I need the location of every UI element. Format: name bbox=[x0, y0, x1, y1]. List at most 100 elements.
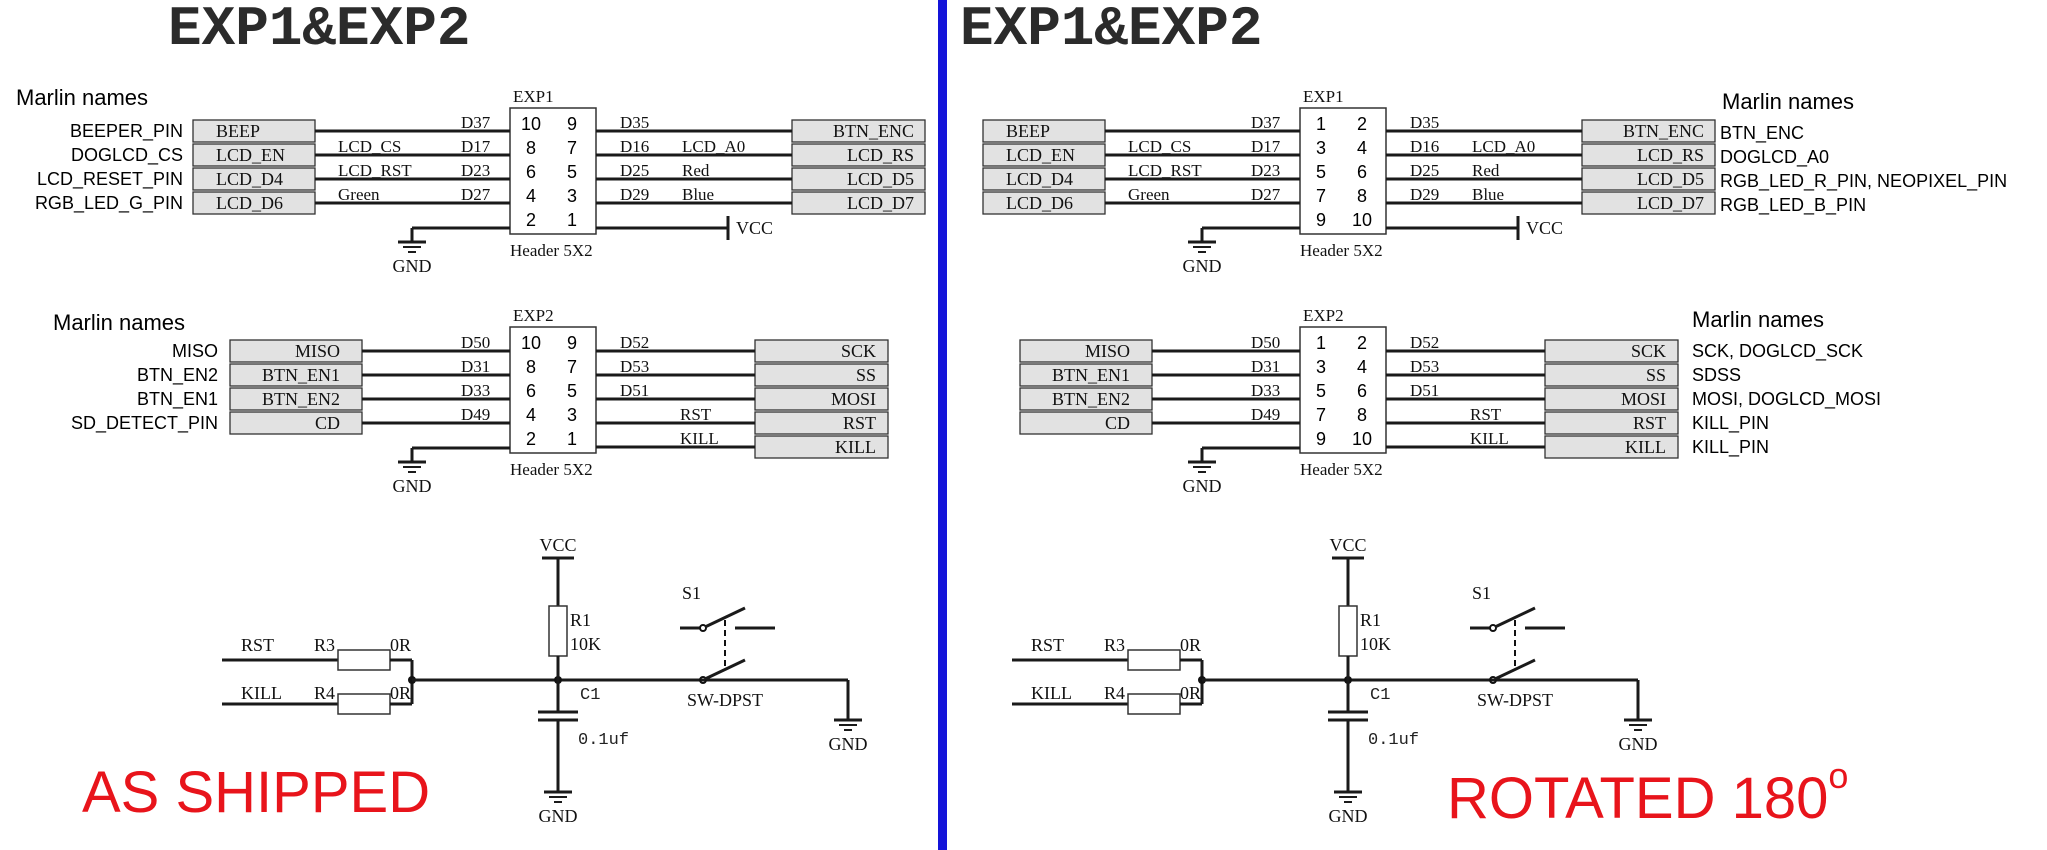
reset-r-r4-body bbox=[1127, 693, 1181, 715]
reset-r1-label: R1 bbox=[570, 610, 591, 630]
exp1-pin-right-1: 7 bbox=[567, 138, 577, 158]
reset-s1-gnd-label: GND bbox=[829, 734, 868, 754]
marlin-names-right-exp1: Marlin names bbox=[1722, 89, 1854, 114]
exp1-r-left-net-1: LCD_CS bbox=[1128, 137, 1191, 156]
exp1-r-right-box-label-0: BTN_ENC bbox=[1623, 121, 1704, 141]
marlin-right-exp1-3: RGB_LED_B_PIN bbox=[1720, 195, 1866, 216]
reset-c1-gnd-label: GND bbox=[539, 806, 578, 826]
exp1-r-left-port-1: D17 bbox=[1251, 137, 1281, 156]
reset-r-kill-label: KILL bbox=[1031, 683, 1072, 703]
exp1-r-pin-right-1: 4 bbox=[1357, 138, 1367, 158]
exp2-right-port-0: D52 bbox=[620, 333, 649, 352]
exp1-left-net-1: LCD_CS bbox=[338, 137, 401, 156]
reset-s1-label: S1 bbox=[682, 583, 701, 603]
exp1-r-pin-left-3: 7 bbox=[1316, 186, 1326, 206]
exp1-header-caption: Header 5X2 bbox=[510, 241, 593, 260]
exp1-r-right-port-0: D35 bbox=[1410, 113, 1439, 132]
exp2-header-name: EXP2 bbox=[513, 306, 554, 325]
exp2-r-left-port-2: D33 bbox=[1251, 381, 1280, 400]
exp1-right-box-label-1: LCD_RS bbox=[847, 145, 914, 165]
exp2-r-header-name: EXP2 bbox=[1303, 306, 1344, 325]
caption-as-shipped: AS SHIPPED bbox=[82, 760, 430, 825]
exp1-r-right-net-3: Blue bbox=[1472, 185, 1504, 204]
exp2-left-box-label-0: MISO bbox=[295, 341, 340, 361]
marlin-left-exp2-1: BTN_EN2 bbox=[137, 365, 218, 386]
exp1-r-header-box bbox=[1299, 107, 1387, 235]
exp1-r-pin-left-1: 3 bbox=[1316, 138, 1326, 158]
exp2-r-left-box-label-1: BTN_EN1 bbox=[1052, 365, 1130, 385]
reset-vcc-label: VCC bbox=[539, 535, 576, 555]
exp2-header-box bbox=[509, 326, 597, 454]
exp2-pin-right-3: 3 bbox=[567, 405, 577, 425]
reset-r-rst-label: RST bbox=[1031, 635, 1064, 655]
exp2-pin-left-2: 6 bbox=[526, 381, 536, 401]
reset-r-c1-label: C1 bbox=[1370, 686, 1390, 705]
exp1-pin-left-2: 6 bbox=[526, 162, 536, 182]
exp1-left-net-2: LCD_RST bbox=[338, 161, 412, 180]
marlin-right-exp2-0: SCK, DOGLCD_SCK bbox=[1692, 341, 1863, 362]
exp1-left-port-0: D37 bbox=[461, 113, 491, 132]
exp1-r-pin-left-0: 1 bbox=[1316, 114, 1326, 134]
exp1-r-right-box-label-1: LCD_RS bbox=[1637, 145, 1704, 165]
exp1-header-name: EXP1 bbox=[513, 87, 554, 106]
exp1-gnd-label: GND bbox=[393, 256, 432, 276]
exp2-r-pin-left-1: 3 bbox=[1316, 357, 1326, 377]
exp2-r-left-box-label-2: BTN_EN2 bbox=[1052, 389, 1130, 409]
exp2-r-right-net-3: RST bbox=[1470, 405, 1502, 424]
exp1-r-right-net-2: Red bbox=[1472, 161, 1500, 180]
exp1-vcc-label: VCC bbox=[736, 218, 773, 238]
exp1-left-port-3: D27 bbox=[461, 185, 491, 204]
exp1-r-left-net-3: Green bbox=[1128, 185, 1170, 204]
exp2-r-right-box-label-3: RST bbox=[1633, 413, 1666, 433]
reset-r-r1-value: 10K bbox=[1360, 634, 1391, 654]
exp2-r-left-box-label-3: CD bbox=[1105, 413, 1130, 433]
reset-r-r1-body bbox=[1338, 605, 1358, 657]
exp2-right-net-4: KILL bbox=[680, 429, 719, 448]
marlin-names-right-exp2: Marlin names bbox=[1692, 307, 1824, 332]
exp1-r-right-port-3: D29 bbox=[1410, 185, 1439, 204]
exp1-header-box bbox=[509, 107, 597, 235]
exp2-r-right-port-2: D51 bbox=[1410, 381, 1439, 400]
exp1-right-port-2: D25 bbox=[620, 161, 649, 180]
exp2-r-pin-right-0: 2 bbox=[1357, 333, 1367, 353]
exp1-right-net-1: LCD_A0 bbox=[682, 137, 745, 156]
exp2-left-port-1: D31 bbox=[461, 357, 490, 376]
exp1-r-pin-right-0: 2 bbox=[1357, 114, 1367, 134]
exp1-right-net-3: Blue bbox=[682, 185, 714, 204]
exp1-r-left-port-3: D27 bbox=[1251, 185, 1281, 204]
exp2-r-left-box-3 bbox=[1019, 411, 1153, 435]
reset-r3-label: R3 bbox=[314, 635, 335, 655]
exp2-r-header-box bbox=[1299, 326, 1387, 454]
exp1-right-port-1: D16 bbox=[620, 137, 649, 156]
reset-r-c1-value: 0.1uf bbox=[1368, 731, 1419, 750]
exp1-r-pin-right-3: 8 bbox=[1357, 186, 1367, 206]
exp1-r-pin-left-4: 9 bbox=[1316, 210, 1326, 230]
reset-rst-label: RST bbox=[241, 635, 274, 655]
exp1-r-header-name: EXP1 bbox=[1303, 87, 1344, 106]
exp1-r-left-box-label-1: LCD_EN bbox=[1006, 145, 1075, 165]
exp2-right-box-label-1: SS bbox=[856, 365, 876, 385]
exp2-pin-left-0: 10 bbox=[521, 333, 541, 353]
exp1-r-right-port-1: D16 bbox=[1410, 137, 1439, 156]
exp2-r-header-caption: Header 5X2 bbox=[1300, 460, 1383, 479]
exp1-r-left-port-2: D23 bbox=[1251, 161, 1280, 180]
reset-r-r4-value: 0R bbox=[1180, 683, 1201, 703]
exp1-right-net-2: Red bbox=[682, 161, 710, 180]
exp2-right-box-label-3: RST bbox=[843, 413, 876, 433]
reset-r-r1-label: R1 bbox=[1360, 610, 1381, 630]
reset-r-s1-label: S1 bbox=[1472, 583, 1491, 603]
caption-degree-mark: o bbox=[1828, 755, 1848, 796]
reset-r1-body bbox=[548, 605, 568, 657]
title-left: EXP1&EXP2 bbox=[168, 0, 470, 61]
marlin-right-exp1-1: DOGLCD_A0 bbox=[1720, 147, 1829, 168]
marlin-left-exp2-2: BTN_EN1 bbox=[137, 389, 218, 410]
exp2-pin-right-4: 1 bbox=[567, 429, 577, 449]
exp1-pin-right-0: 9 bbox=[567, 114, 577, 134]
exp1-left-box-label-3: LCD_D6 bbox=[216, 193, 283, 213]
caption-rotated-text: ROTATED 180 bbox=[1447, 766, 1828, 831]
exp2-right-box-label-2: MOSI bbox=[831, 389, 876, 409]
exp1-right-box-label-3: LCD_D7 bbox=[847, 193, 914, 213]
exp2-pin-right-0: 9 bbox=[567, 333, 577, 353]
reset-r4-label: R4 bbox=[314, 683, 335, 703]
